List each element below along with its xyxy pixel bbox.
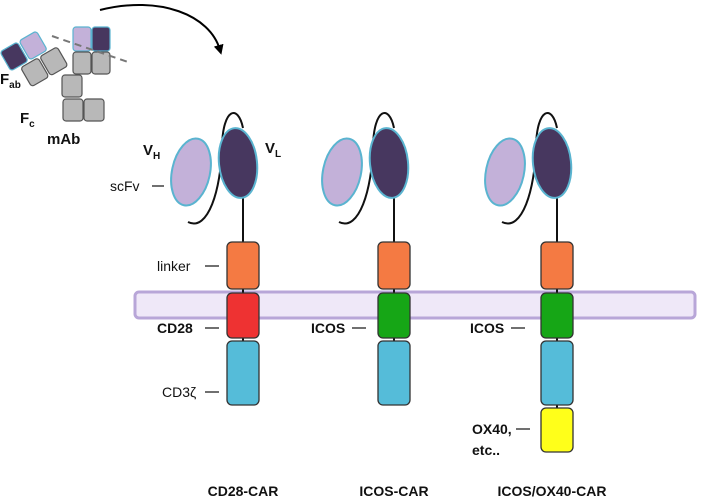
ox40-label-line2: etc..: [472, 442, 500, 458]
icos-domain: [377, 292, 411, 339]
icos-domain: [540, 292, 574, 339]
vh-domain: [321, 137, 363, 207]
cd28-domain: [226, 292, 260, 339]
linker-domain: [226, 241, 260, 290]
vl-domain: [217, 127, 259, 199]
construct-icos-ox40-car: [484, 112, 574, 453]
curved-arrow: [99, 3, 224, 55]
vl-domain: [531, 127, 573, 199]
cd3z-label: CD3ζ: [162, 384, 196, 400]
fab-label: Fab: [0, 71, 21, 91]
cell-membrane: [133, 290, 697, 320]
ox40-domain: [540, 407, 574, 453]
cd3z-domain: [540, 340, 574, 406]
vl-label: VL: [265, 140, 281, 160]
mab-label: mAb: [47, 131, 80, 148]
linker-domain: [377, 241, 411, 290]
antibody-illustration: Fab Fc mAb: [0, 26, 129, 148]
vh-domain: [484, 137, 526, 207]
construct-icos-car: [321, 112, 411, 406]
construct-name-icos-car: ICOS-CAR: [359, 483, 428, 499]
linker-label: linker: [157, 258, 191, 274]
fab-right-arm: [72, 26, 111, 75]
icos-label-2: ICOS: [470, 320, 504, 336]
cd3z-domain: [377, 340, 411, 406]
construct-name-cd28-car: CD28-CAR: [208, 483, 279, 499]
vh-domain: [170, 137, 212, 207]
linker-domain: [540, 241, 574, 290]
icos-label-1: ICOS: [311, 320, 345, 336]
cleavage-line: [51, 35, 129, 63]
scfv-label: scFv: [110, 178, 140, 194]
vh-label: VH: [143, 142, 160, 162]
ox40-label-line1: OX40,: [472, 421, 512, 437]
cd28-label: CD28: [157, 320, 193, 336]
fc-region: [61, 74, 105, 122]
construct-cd28-car: [170, 112, 260, 406]
vl-domain: [368, 127, 410, 199]
construct-name-icos-ox40-car: ICOS/OX40-CAR: [498, 483, 607, 499]
fab-left-arm: [0, 31, 68, 87]
fc-label: Fc: [20, 110, 35, 130]
cd3z-domain: [226, 340, 260, 406]
